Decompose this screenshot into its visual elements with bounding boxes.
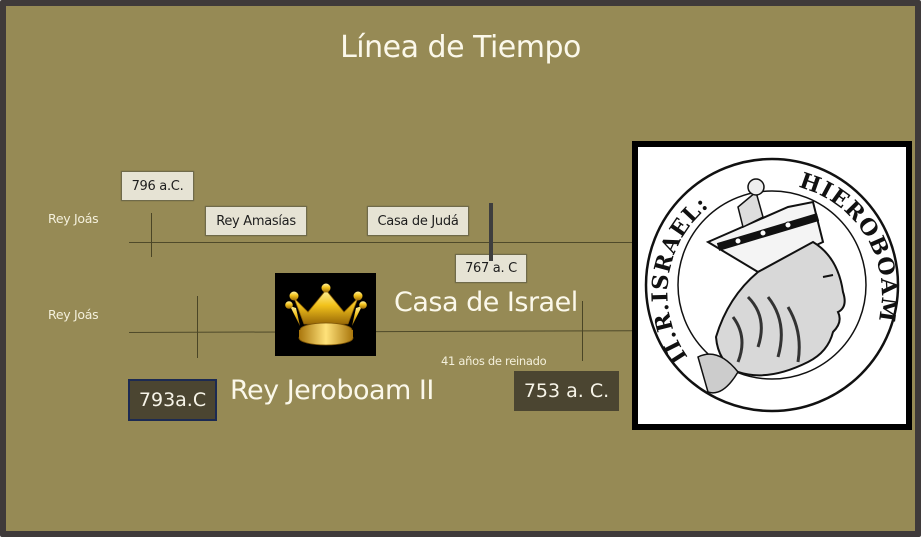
medallion-portrait-icon: II.R.ISRAEL: HIEROBOAM bbox=[644, 157, 901, 413]
date-793-text: 793a.C bbox=[138, 389, 207, 411]
row-label-israel: Rey Joás bbox=[48, 307, 99, 322]
house-juda-text: Casa de Judá bbox=[377, 213, 459, 229]
tick-end-israel bbox=[582, 301, 583, 361]
tick-end-juda-overlay bbox=[489, 203, 493, 261]
row-label-juda: Rey Joás bbox=[48, 211, 99, 226]
house-box-juda: Casa de Judá bbox=[367, 206, 469, 236]
date-box-796: 796 a.C. bbox=[121, 171, 194, 201]
timeline-axis-juda bbox=[129, 242, 632, 243]
tick-start-juda bbox=[151, 213, 152, 257]
date-767-text: 767 a. C bbox=[465, 261, 517, 276]
portrait-canvas: II.R.ISRAEL: HIEROBOAM bbox=[638, 147, 906, 424]
date-796-text: 796 a.C. bbox=[131, 178, 184, 194]
king-jeroboam-label: Rey Jeroboam II bbox=[230, 375, 434, 406]
date-753-text: 753 a. C. bbox=[523, 380, 610, 402]
slide-title: Línea de Tiempo bbox=[340, 30, 581, 65]
portrait-image: II.R.ISRAEL: HIEROBOAM bbox=[632, 141, 912, 430]
date-box-753: 753 a. C. bbox=[514, 371, 619, 411]
reign-duration-note: 41 años de reinado bbox=[441, 354, 547, 368]
crown-image bbox=[275, 273, 376, 356]
tick-start-israel bbox=[197, 296, 198, 358]
king-amasias-text: Rey Amasías bbox=[216, 213, 296, 229]
date-box-793: 793a.C bbox=[128, 379, 217, 421]
king-box-amasias: Rey Amasías bbox=[205, 206, 307, 236]
house-israel-label: Casa de Israel bbox=[394, 287, 578, 318]
crown-icon bbox=[284, 283, 367, 345]
